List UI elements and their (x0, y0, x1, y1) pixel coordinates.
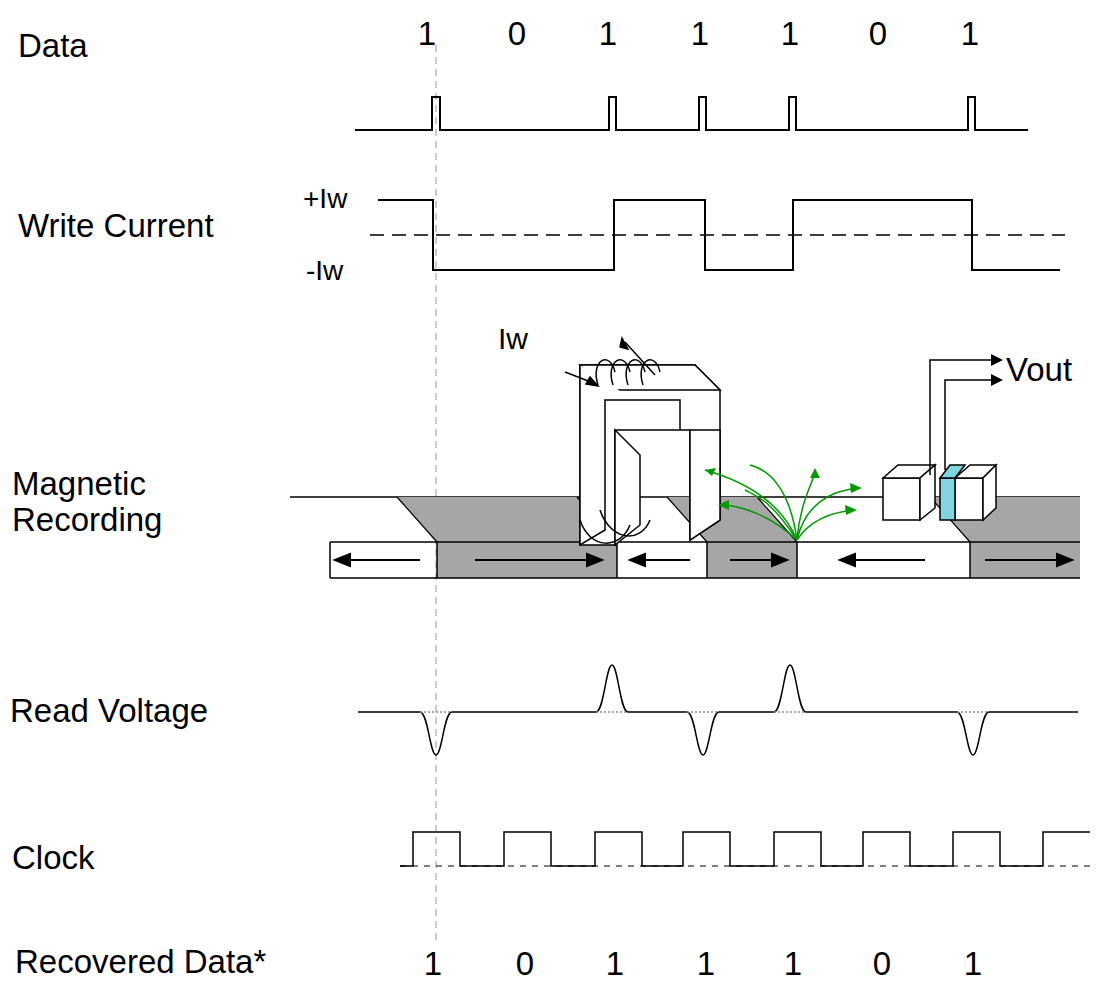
bit-value: 1 (781, 16, 799, 52)
row-label: Read Voltage (10, 693, 208, 729)
row-label: Magnetic Recording (12, 466, 242, 539)
bit-value: 1 (964, 946, 982, 982)
signal-name: -Iw (306, 256, 343, 287)
medium-front (330, 542, 1080, 578)
row-label: Write Current (18, 208, 214, 244)
row-label: Recovered Data* (15, 944, 266, 980)
bit-value: 0 (516, 946, 534, 982)
bit-value: 0 (873, 946, 891, 982)
read-leads (930, 360, 995, 475)
row-label: Data (18, 28, 88, 64)
write-coil (565, 338, 660, 543)
bit-value: 1 (424, 946, 442, 982)
signal-name: Iw (498, 322, 528, 355)
data-pulses (355, 97, 1028, 130)
bit-value: 1 (418, 16, 436, 52)
row-label: Clock (12, 840, 95, 876)
bit-value: 1 (606, 946, 624, 982)
clock-wave (400, 832, 1090, 866)
signal-name: +Iw (303, 184, 347, 215)
magnetization-arrows (335, 554, 1072, 566)
read-head (883, 465, 996, 520)
reference-line (435, 45, 437, 940)
read-voltage-wave (358, 665, 1078, 755)
signal-name: Vout (1006, 352, 1072, 388)
bit-value: 0 (508, 16, 526, 52)
bit-value: 0 (869, 16, 887, 52)
bit-value: 1 (784, 946, 802, 982)
write-head (580, 365, 720, 545)
zero-line (370, 234, 1065, 236)
bit-value: 1 (697, 946, 715, 982)
bit-value: 1 (961, 16, 979, 52)
field-lines (705, 465, 860, 540)
bit-value: 1 (691, 16, 709, 52)
write-current-wave (378, 200, 1060, 270)
bit-value: 1 (599, 16, 617, 52)
